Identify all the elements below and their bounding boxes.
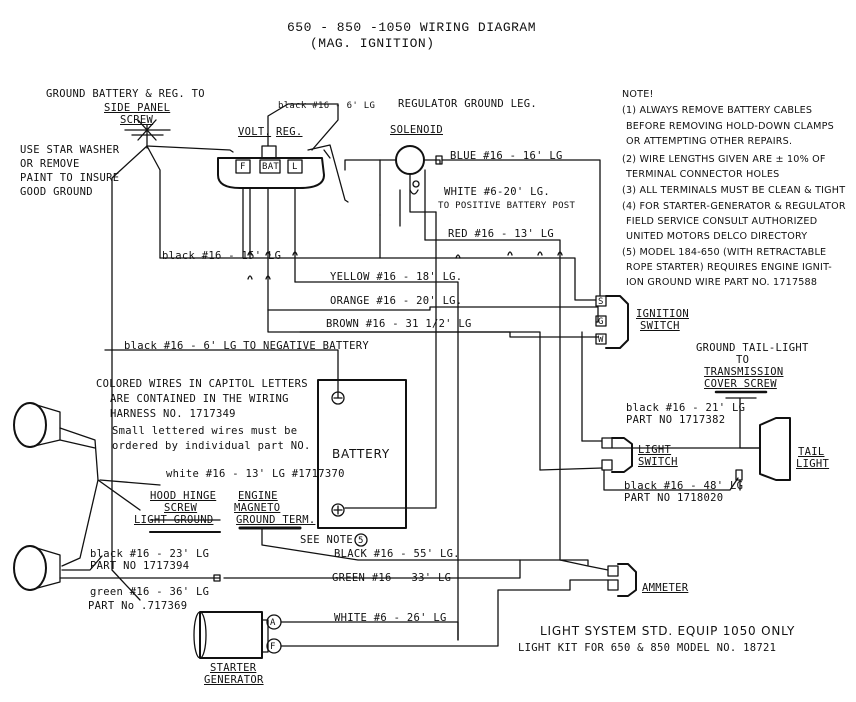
ammeter-shape bbox=[607, 563, 637, 597]
star-washer-line-1: USE STAR WASHER bbox=[20, 144, 120, 156]
tail-light-line-2: LIGHT bbox=[796, 458, 830, 470]
note-line-10: (5) MODEL 184-650 (WITH RETRACTABLE bbox=[622, 247, 827, 258]
hood-hinge-line-1: HOOD HINGE bbox=[150, 490, 217, 502]
ground-tail-line-2: TO bbox=[736, 354, 750, 366]
red-wire-label: RED #16 - 13' LG bbox=[448, 228, 554, 240]
note-line-11: ROPE STARTER) REQUIRES ENGINE IGNIT- bbox=[626, 262, 832, 273]
screw-label: SCREW bbox=[120, 114, 154, 126]
starter-term-a: A bbox=[270, 618, 276, 628]
reg-term-f: F bbox=[240, 162, 246, 172]
volt-label: VOLT. bbox=[238, 126, 272, 138]
ign-term-s: S bbox=[598, 297, 604, 307]
ammeter-label: AMMETER bbox=[642, 582, 689, 594]
light-switch-line-1: LIGHT bbox=[638, 444, 672, 456]
reg-term-l: L bbox=[292, 162, 298, 172]
green-36-label: green #16 - 36' LG bbox=[90, 586, 210, 598]
star-washer-line-4: GOOD GROUND bbox=[20, 186, 93, 198]
note-line-4: (2) WIRE LENGTHS GIVEN ARE ± 10% OF bbox=[622, 154, 826, 165]
diagram-title: 650 - 850 -1050 WIRING DIAGRAM bbox=[287, 20, 537, 35]
reg-label: REG. bbox=[276, 126, 303, 138]
ignition-switch-line-1: IGNITION bbox=[636, 308, 689, 320]
black-21-label: black #16 - 21' LG bbox=[626, 402, 746, 414]
white-pos-wire-label: WHITE #6-20' LG. bbox=[444, 186, 550, 198]
to-positive-battery-label: TO POSITIVE BATTERY POST bbox=[438, 201, 576, 211]
reg-term-bat: BAT bbox=[262, 162, 280, 172]
engine-mag-line-1: ENGINE bbox=[238, 490, 278, 502]
ground-tail-line-1: GROUND TAIL-LIGHT bbox=[696, 342, 809, 354]
reg-ground-wire-label: black #16 - 6' LG bbox=[278, 101, 376, 111]
green-33-label: GREEN #16 - 33' LG bbox=[332, 572, 452, 584]
notes-header: NOTE! bbox=[622, 89, 654, 100]
note-line-2: BEFORE REMOVING HOLD-DOWN CLAMPS bbox=[626, 121, 834, 132]
black-15-label: black #16 - 15' LG bbox=[162, 250, 282, 262]
note-line-9: UNITED MOTORS DELCO DIRECTORY bbox=[626, 231, 808, 242]
ign-term-w: W bbox=[598, 335, 604, 345]
note-line-12: ION GROUND WIRE PART NO. 1717588 bbox=[626, 277, 818, 288]
colored-note-line-1: COLORED WIRES IN CAPITOL LETTERS bbox=[96, 378, 308, 390]
light-kit-label: LIGHT KIT FOR 650 & 850 MODEL NO. 18721 bbox=[518, 642, 777, 654]
light-std-label: LIGHT SYSTEM STD. EQUIP 1050 ONLY bbox=[540, 624, 796, 638]
part-1717394-label: PART NO 1717394 bbox=[90, 560, 190, 572]
see-note-number: 5 bbox=[358, 536, 364, 546]
ignition-switch-shape bbox=[595, 295, 629, 349]
ign-term-g: G bbox=[598, 317, 604, 327]
light-switch-line-2: SWITCH bbox=[638, 456, 678, 468]
battery-shape bbox=[317, 379, 407, 529]
starter-gen-line-1: STARTER bbox=[210, 662, 257, 674]
colored-note-line-2: ARE CONTAINED IN THE WIRING bbox=[110, 393, 289, 405]
diagram-subtitle: (MAG. IGNITION) bbox=[310, 36, 435, 51]
ground-tail-line-3: TRANSMISSION bbox=[704, 366, 784, 378]
reg-ground-leg-label: REGULATOR GROUND LEG. bbox=[398, 98, 538, 110]
see-note-label: SEE NOTE bbox=[300, 534, 353, 546]
note-line-3: OR ATTEMPTING OTHER REPAIRS. bbox=[626, 136, 793, 147]
note-line-1: (1) ALWAYS REMOVE BATTERY CABLES bbox=[622, 105, 813, 116]
white-26-label: WHITE #6 - 26' LG bbox=[334, 612, 447, 624]
black-23-label: black #16 - 23' LG bbox=[90, 548, 210, 560]
blue-wire-label: BLUE #16 - 16' LG bbox=[450, 150, 563, 162]
star-washer-line-3: PAINT TO INSURE bbox=[20, 172, 120, 184]
orange-wire-label: ORANGE #16 - 20' LG. bbox=[330, 295, 463, 307]
yellow-wire-label: YELLOW #16 - 18' LG. bbox=[330, 271, 463, 283]
brown-wire-label: BROWN #16 - 31 1/2' LG bbox=[326, 318, 472, 330]
voltage-regulator-shape bbox=[217, 144, 349, 203]
note-line-6: (3) ALL TERMINALS MUST BE CLEAN & TIGHT bbox=[622, 185, 846, 196]
colored-note-line-3: HARNESS NO. 1717349 bbox=[110, 408, 236, 420]
black-48-label: black #16 - 48' LG bbox=[624, 480, 744, 492]
battery-label: BATTERY bbox=[332, 447, 391, 461]
note-line-7: (4) FOR STARTER-GENERATOR & REGULATOR bbox=[622, 201, 846, 212]
tail-light-line-1: TAIL bbox=[798, 446, 825, 458]
starter-term-f: F bbox=[270, 642, 276, 652]
headlights-shape bbox=[13, 402, 61, 591]
tail-light-shape bbox=[735, 397, 791, 491]
part-1717382-label: PART NO 1717382 bbox=[626, 414, 726, 426]
solenoid-label: SOLENOID bbox=[390, 124, 443, 136]
wire-crossovers bbox=[247, 251, 563, 280]
starter-gen-line-2: GENERATOR bbox=[204, 674, 264, 686]
small-note-line-2: ordered by individual part NO. bbox=[112, 440, 311, 452]
side-panel-label: SIDE PANEL bbox=[104, 102, 171, 114]
ground-battery-label: GROUND BATTERY & REG. TO bbox=[46, 88, 205, 100]
small-note-line-1: Small lettered wires must be bbox=[112, 425, 298, 437]
ground-tail-line-4: COVER SCREW bbox=[704, 378, 777, 390]
white-13-label: white #16 - 13' LG #1717370 bbox=[166, 468, 345, 480]
light-switch-shape bbox=[601, 437, 633, 473]
ignition-switch-line-2: SWITCH bbox=[640, 320, 680, 332]
solenoid-shape bbox=[379, 145, 443, 195]
hood-hinge-line-2: SCREW bbox=[164, 502, 198, 514]
side-panel-ground-symbol bbox=[124, 119, 171, 149]
engine-mag-line-2: MAGNETO bbox=[234, 502, 281, 514]
hood-hinge-line-3: LIGHT GROUND bbox=[134, 514, 214, 526]
engine-mag-line-3: GROUND TERM. bbox=[236, 514, 316, 526]
starter-generator-shape bbox=[193, 611, 282, 659]
black-55-label: BLACK #16 - 55' LG. bbox=[334, 548, 460, 560]
star-washer-line-2: OR REMOVE bbox=[20, 158, 80, 170]
part-717369-label: PART No .717369 bbox=[88, 600, 188, 612]
black-neg-label: black #16 - 6' LG TO NEGATIVE BATTERY bbox=[124, 340, 369, 352]
part-1718020-label: PART NO 1718020 bbox=[624, 492, 724, 504]
note-line-8: FIELD SERVICE CONSULT AUTHORIZED bbox=[626, 216, 818, 227]
note-line-5: TERMINAL CONNECTOR HOLES bbox=[626, 169, 780, 180]
